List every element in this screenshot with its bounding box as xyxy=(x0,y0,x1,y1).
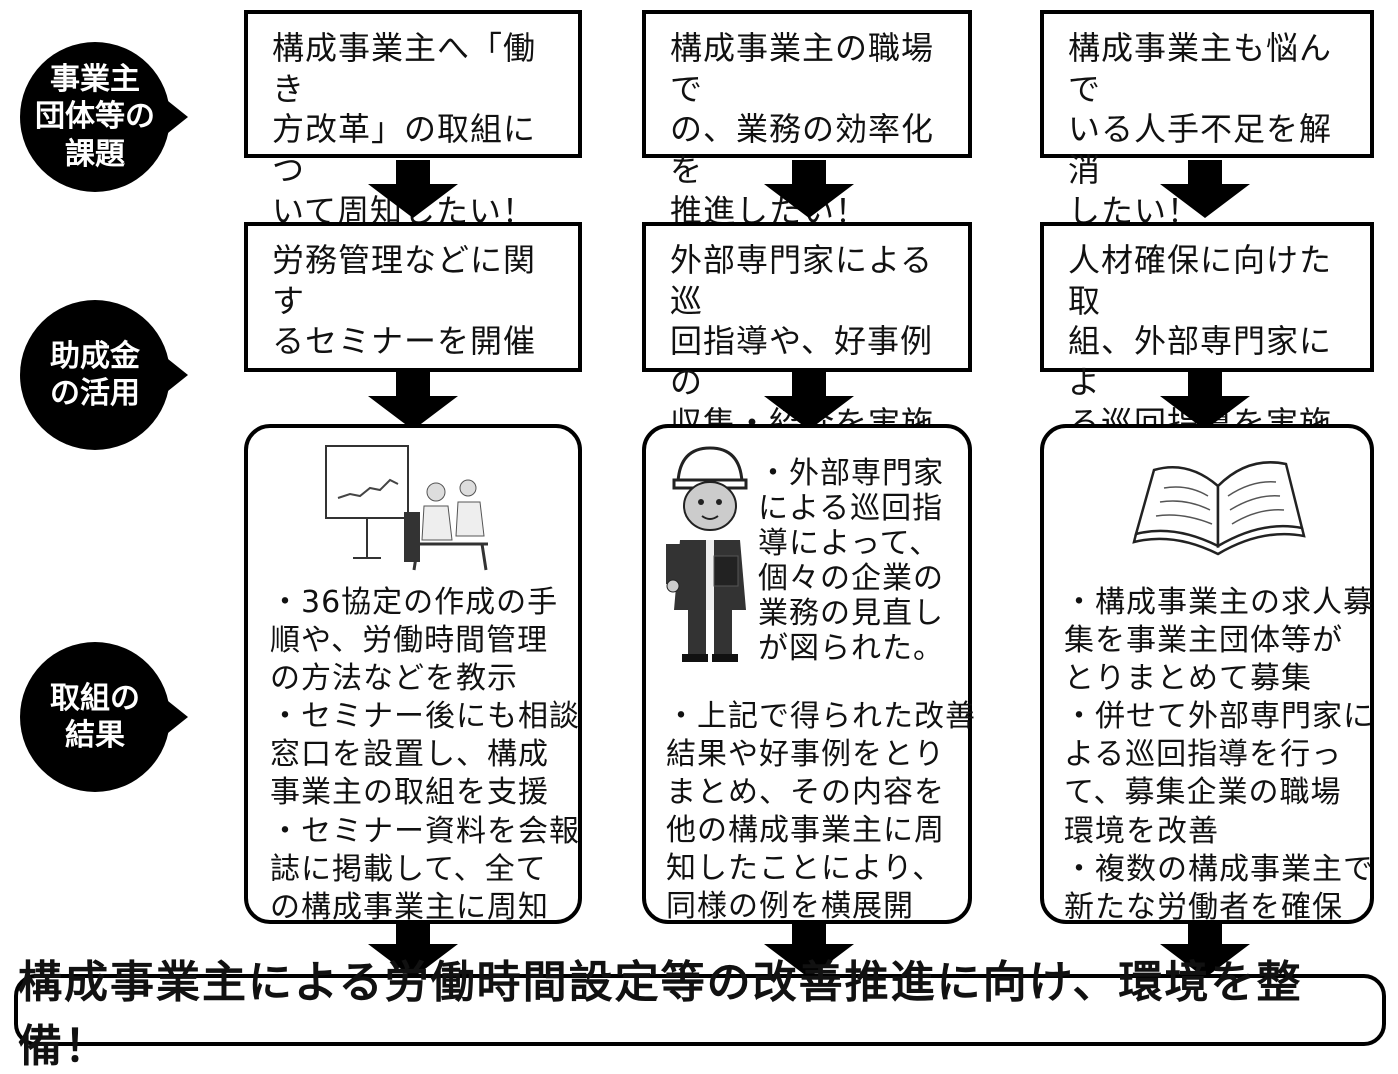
arrow-down-icon xyxy=(1160,160,1250,218)
result-text-3: ・構成事業主の求人募 集を事業主団体等が とりまとめて募集 ・併せて外部専門家に… xyxy=(1064,585,1374,925)
arrow-down-icon xyxy=(764,372,854,430)
result-text-1: ・36協定の作成の手 順や、労働時間管理 の方法などを教示 ・セミナー後にも相談… xyxy=(270,585,580,925)
issue-box-2: 構成事業主の職場で の、業務の効率化を 推進したい！ xyxy=(642,10,972,230)
action-box-2: 外部専門家による巡 回指導や、好事例の 収集・紹介を実施 xyxy=(642,222,972,442)
arrow-down-icon xyxy=(764,920,854,978)
arrow-down-icon xyxy=(368,920,458,978)
issue-box-1: 構成事業主へ「働き 方改革」の取組につ いて周知したい！ xyxy=(244,10,582,230)
action-box-1: 労務管理などに関す るセミナーを開催 xyxy=(244,222,582,372)
arrow-down-icon xyxy=(368,372,458,430)
result-text-2-top: ・外部専門家 による巡回指 導によって、 個々の企業の 業務の見直し が図られた… xyxy=(758,456,944,667)
open-book-image xyxy=(1132,461,1306,556)
conclusion-banner: 構成事業主による労働時間設定等の改善推進に向け、環境を整備！ xyxy=(14,957,1386,1072)
label-issues: 事業主 団体等の 課題 xyxy=(20,42,170,192)
issue-box-3: 構成事業主も悩んで いる人手不足を解消 したい！ xyxy=(1040,10,1374,230)
inspector-with-helmet-image xyxy=(666,446,748,662)
label-results-text: 取組の 結果 xyxy=(50,680,140,754)
seminar-presentation-image xyxy=(325,445,488,571)
result-box-1 xyxy=(244,424,582,924)
conclusion-banner-text: 構成事業主による労働時間設定等の改善推進に向け、環境を整備！ xyxy=(18,957,1303,1072)
action-box-3: 人材確保に向けた取 組、外部専門家によ る巡回指導を実施 xyxy=(1040,222,1374,442)
label-subsidy: 助成金 の活用 xyxy=(20,300,170,450)
label-results: 取組の 結果 xyxy=(20,642,170,792)
label-issues-text: 事業主 団体等の 課題 xyxy=(35,61,155,172)
arrow-down-icon xyxy=(1160,920,1250,978)
arrow-down-icon xyxy=(1160,372,1250,430)
result-box-2 xyxy=(642,424,972,924)
result-text-2: ・上記で得られた改善 結果や好事例をとり まとめ、その内容を 他の構成事業主に周… xyxy=(666,699,976,925)
arrow-down-icon xyxy=(368,160,458,218)
arrow-down-icon xyxy=(764,160,854,218)
label-subsidy-text: 助成金 の活用 xyxy=(50,338,140,412)
